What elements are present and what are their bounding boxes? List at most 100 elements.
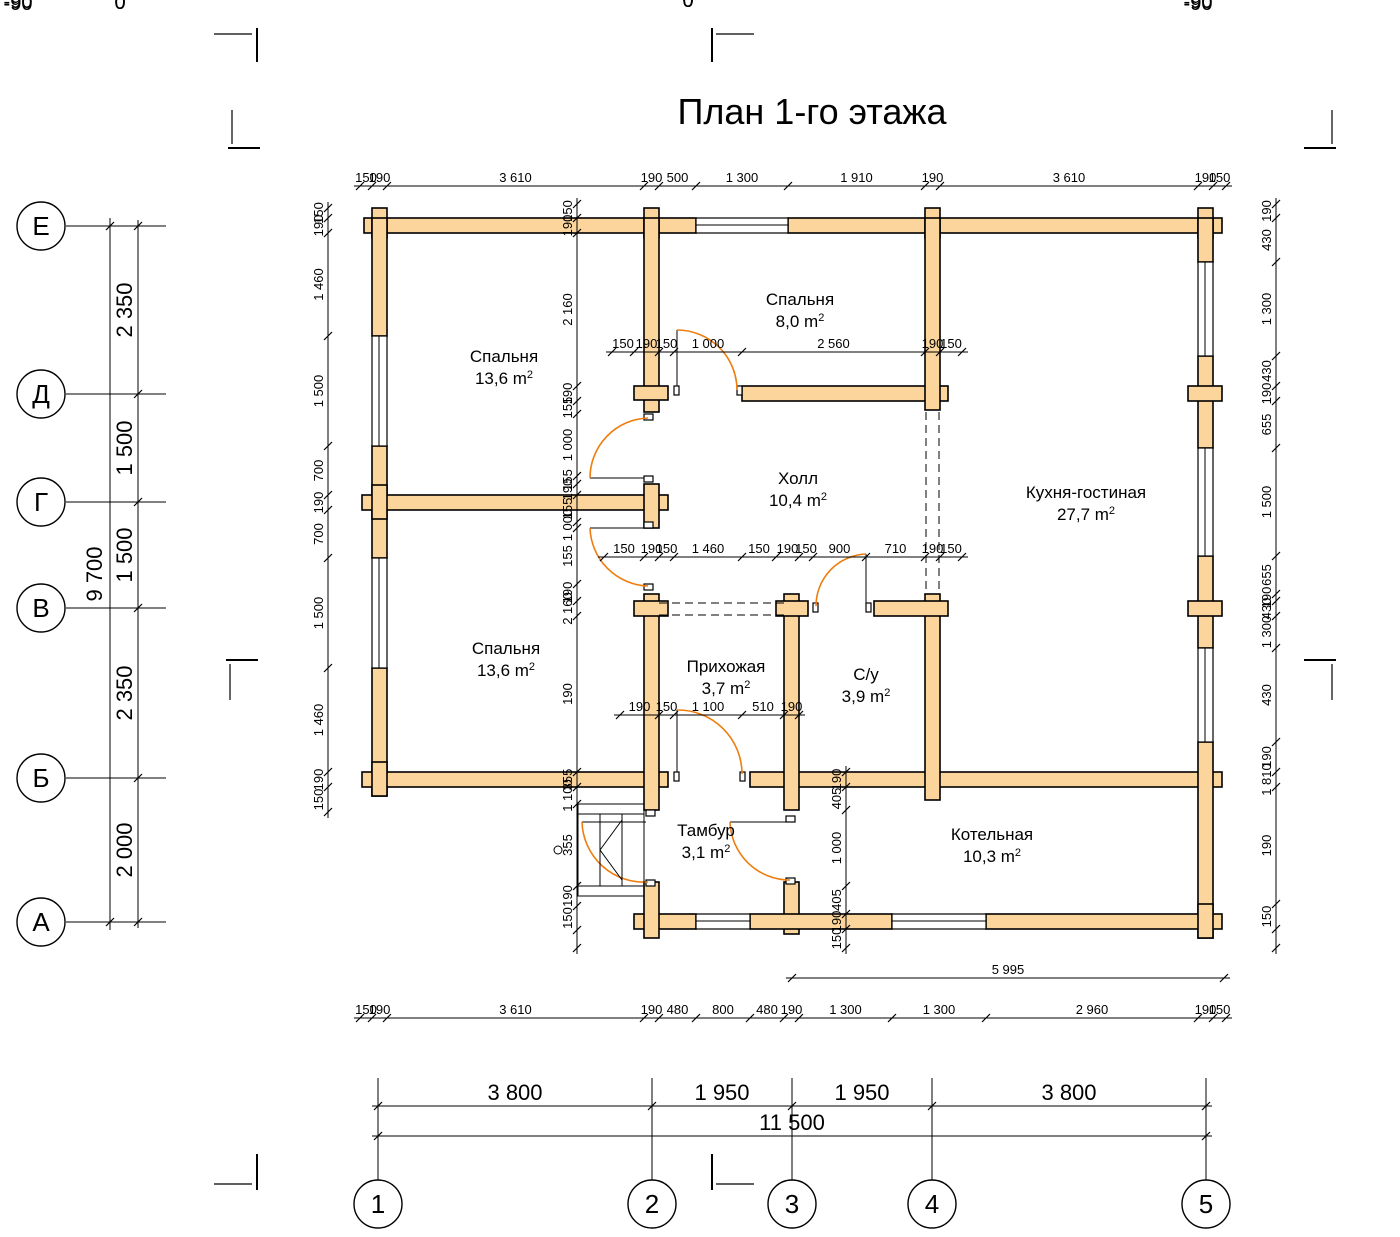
- dimension-label: 155: [560, 498, 575, 520]
- dimension-tick: [737, 347, 747, 357]
- dimension-label: 190: [1259, 746, 1274, 768]
- dimension-label: 1 000: [829, 832, 844, 865]
- dimension-tick: [323, 767, 333, 777]
- dimension-label: 150: [355, 1002, 377, 1017]
- dimension-tick: [779, 710, 789, 720]
- dimension-label: 510: [752, 699, 774, 714]
- svg-text:8,0 m2: 8,0 m2: [776, 312, 825, 331]
- dimension-label: 3 610: [499, 1002, 532, 1017]
- dimension-label: 430: [1259, 360, 1274, 382]
- room-name: Тамбур: [677, 821, 735, 840]
- doors: [553, 329, 940, 897]
- dimension-tick: [1193, 1013, 1203, 1023]
- axis-bubble: [16, 583, 66, 633]
- dimension-label: 1 300: [1259, 616, 1274, 649]
- dimension-label: 500: [667, 170, 689, 185]
- dimension-tick: [920, 552, 930, 562]
- dimension-tick: [323, 228, 333, 238]
- dimension-tick: [572, 611, 582, 621]
- axis-label: В: [32, 593, 49, 623]
- dimension-label: 3 800: [1041, 1080, 1096, 1105]
- svg-text:10,4 m2: 10,4 m2: [769, 491, 827, 510]
- dimension-tick: [1271, 589, 1281, 599]
- dimension-label: 900: [829, 541, 851, 556]
- area-exponent: 2: [744, 679, 750, 691]
- dimension-label: 155: [560, 469, 575, 491]
- dimension-tick: [323, 213, 333, 223]
- dimension-label: 3 800: [487, 1080, 542, 1105]
- section-label: 0: [114, 0, 125, 14]
- dimension-label: 150: [560, 907, 575, 929]
- dimension-tick: [572, 213, 582, 223]
- wall-v-horizontal-right: [873, 600, 949, 617]
- dimension-label: 2 560: [817, 336, 850, 351]
- dimension-label: 2 000: [112, 822, 137, 877]
- dimension-label: 190: [922, 541, 944, 556]
- dimension-tick: [669, 710, 679, 720]
- dimension-label: 190: [369, 170, 391, 185]
- dimension-label: 155: [560, 545, 575, 567]
- dimension-tick: [1271, 213, 1281, 223]
- room-area: 3,1 m: [682, 843, 725, 862]
- dimension-tick: [935, 552, 945, 562]
- wall-right-2: [1197, 355, 1214, 449]
- dimension-tick: [1271, 396, 1281, 406]
- dimension-label: 190: [781, 1002, 803, 1017]
- dimension-label: 190: [1259, 200, 1274, 222]
- dimension-label: 2 350: [112, 665, 137, 720]
- room-name: Прихожая: [687, 657, 766, 676]
- svg-text:3,1 m2: 3,1 m2: [682, 843, 731, 862]
- dimension-tick: [355, 1013, 365, 1023]
- dimension-label: 150: [1259, 906, 1274, 928]
- dimension-tick: [323, 553, 333, 563]
- section-label: -90: [4, 0, 33, 15]
- wall-axis2-top: [643, 217, 660, 413]
- dimension-tick: [572, 381, 582, 391]
- svg-text:10,3 m2: 10,3 m2: [963, 847, 1021, 866]
- dimension-tick: [572, 479, 582, 489]
- dimension-label: 1 810: [1259, 763, 1274, 796]
- axis-label: Б: [32, 763, 49, 793]
- dimension-tick: [323, 807, 333, 817]
- dimension-tick: [1271, 381, 1281, 391]
- wall-stub: [643, 881, 660, 939]
- dimension-label: 700: [311, 523, 326, 545]
- windows: [371, 217, 1214, 930]
- dimension-label: 2 350: [112, 282, 137, 337]
- dimension-label: 2 960: [1076, 1002, 1109, 1017]
- dimension-label: 190: [1195, 1002, 1217, 1017]
- room-name: Котельная: [951, 825, 1033, 844]
- axis-label: Д: [32, 379, 50, 409]
- room-labels: Спальня 8,0 m2 Спальня 13,6 m2 Холл 10,4…: [470, 290, 1146, 866]
- axis-bubble: [1181, 1179, 1231, 1229]
- area-exponent: 2: [1015, 847, 1021, 859]
- area-exponent: 2: [884, 687, 890, 699]
- dimension-tick: [1271, 943, 1281, 953]
- dimension-label: 1 460: [692, 541, 725, 556]
- wall-axis4-low: [924, 593, 941, 801]
- dimension-label: 190: [641, 1002, 663, 1017]
- dimension-label: 5 995: [992, 962, 1025, 977]
- dimension-label: 355: [560, 834, 575, 856]
- room-area: 13,6 m: [475, 369, 527, 388]
- dimension-tick: [1271, 199, 1281, 209]
- dimension-label: 150: [656, 699, 678, 714]
- wall-stub: [633, 600, 669, 617]
- wall-g-horizontal: [361, 494, 669, 511]
- area-exponent: 2: [529, 661, 535, 673]
- dimension-label: 150: [940, 541, 962, 556]
- dimension-tick: [367, 181, 377, 191]
- dimension-tick: [323, 782, 333, 792]
- dimension-tick: [783, 181, 793, 191]
- dimension-label: 190: [629, 699, 651, 714]
- axis-label: 4: [925, 1189, 939, 1219]
- dimension-tick: [935, 347, 945, 357]
- dimension-label: 1 460: [311, 704, 326, 737]
- dimension-tick: [572, 925, 582, 935]
- wall-d-horizontal: [741, 385, 949, 402]
- dimension-label: 655: [1259, 564, 1274, 586]
- dimension-tick: [367, 1013, 377, 1023]
- dimension-label: 190: [1195, 170, 1217, 185]
- dimension-label: 190: [829, 769, 844, 791]
- dimension-tick: [323, 505, 333, 515]
